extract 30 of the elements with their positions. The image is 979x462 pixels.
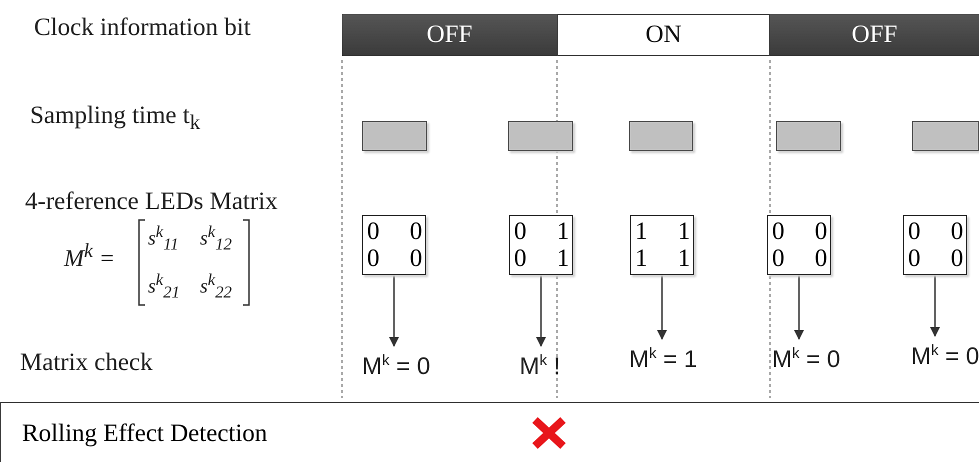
clock-state-bar: OFF [770,14,979,56]
matrix-box: 0 0 0 0 [767,215,831,275]
formula-text: M$^{k}$ = [64,240,116,273]
matrix-box: 0 1 0 1 [509,215,573,275]
matrix-check-value: M$^{k}$ ! [520,352,560,381]
sampling-block [912,121,979,151]
arrow [794,275,804,340]
sampling-block [776,121,841,151]
matrix-box: 0 0 0 0 [903,215,967,275]
sampling-block [508,121,573,151]
row-label: Clock information bit [34,14,251,42]
row-label: Rolling Effect Detection [22,420,268,448]
detection-row [0,402,979,462]
matrix-box: 0 0 0 0 [362,215,426,275]
row-label: 4-reference LEDs Matrix [25,188,278,216]
sampling-block [362,121,427,151]
row-label: Matrix check [20,349,153,377]
sampling-block [629,121,693,151]
matrix-check-value: M$^{k}$ = 0 [362,352,430,381]
row-label: Sampling time t$_{k}$ [30,102,200,135]
arrow [536,275,546,347]
arrow [657,275,667,340]
matrix-check-value: M$^{k}$ = 0 [911,342,979,371]
clock-state-bar: OFF [342,14,557,56]
arrow [389,275,399,347]
arrow [930,275,940,337]
matrix-check-value: M$^{k}$ = 0 [772,345,840,374]
clock-state-bar: ON [557,14,770,56]
matrix-check-value: M$^{k}$ = 1 [629,345,698,374]
matrix-box: 1 1 1 1 [630,215,694,275]
